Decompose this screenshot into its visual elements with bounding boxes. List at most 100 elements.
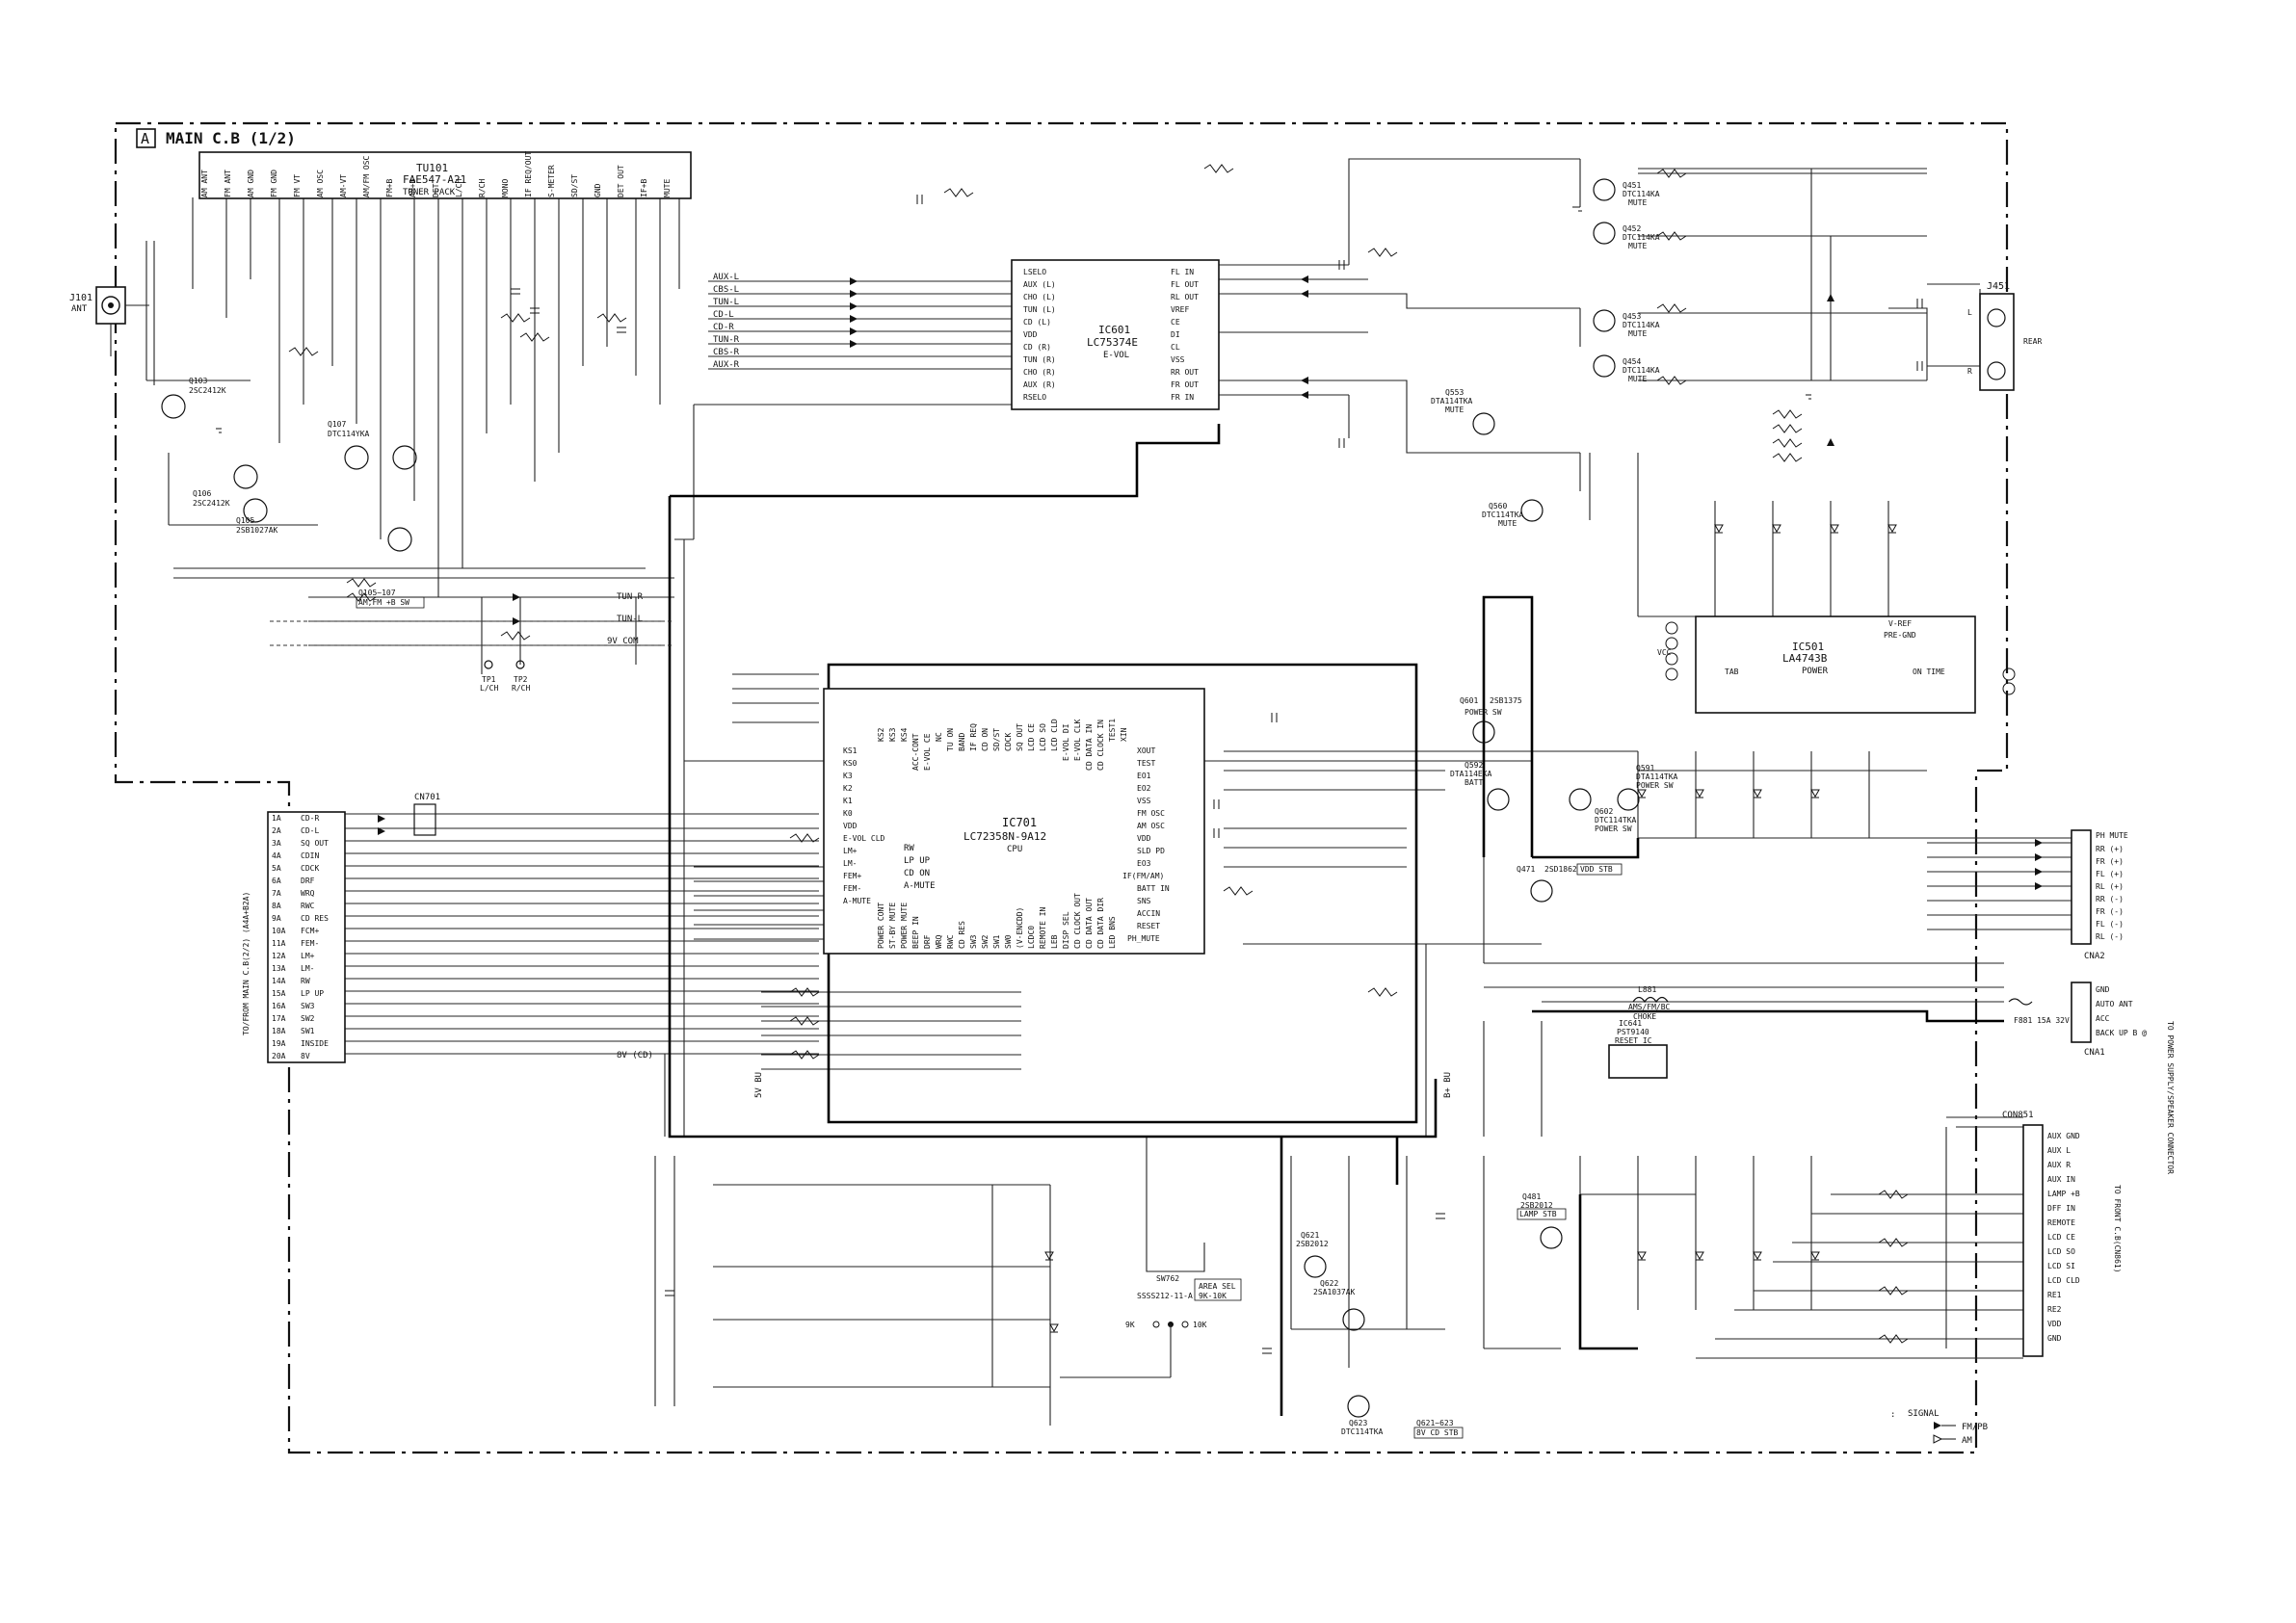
svg-text:2A: 2A bbox=[272, 826, 281, 835]
mcu: IC701 LC72358N-9A12 CPU KS1 KS0 K3 K2 K1… bbox=[823, 688, 1205, 955]
svg-text:Q105~107: Q105~107 bbox=[358, 589, 396, 597]
svg-text:POWER CONT: POWER CONT bbox=[877, 903, 885, 949]
svg-text:SIGNAL: SIGNAL bbox=[1908, 1409, 1940, 1419]
svg-text:BATT IN: BATT IN bbox=[1137, 884, 1170, 893]
svg-text:FR (-): FR (-) bbox=[2096, 907, 2124, 916]
svg-text:E-VOL CLD: E-VOL CLD bbox=[843, 834, 885, 843]
svg-text:Q106: Q106 bbox=[193, 489, 211, 498]
svg-text:Q105: Q105 bbox=[236, 516, 254, 525]
svg-text:8V CD STB: 8V CD STB bbox=[1416, 1428, 1459, 1437]
svg-text:EO2: EO2 bbox=[1137, 784, 1151, 793]
svg-text:ACCIN: ACCIN bbox=[1137, 909, 1160, 918]
svg-text:FM ANT: FM ANT bbox=[224, 170, 232, 197]
svg-text:CON851: CON851 bbox=[2002, 1111, 2034, 1120]
svg-text:2SC2412K: 2SC2412K bbox=[193, 499, 230, 508]
svg-text:RSELO: RSELO bbox=[1023, 393, 1046, 402]
svg-text:LM-: LM- bbox=[843, 859, 857, 868]
svg-text:DTA114EKA: DTA114EKA bbox=[1450, 770, 1492, 778]
svg-text:AUX GND: AUX GND bbox=[2047, 1132, 2080, 1140]
svg-text:POWER: POWER bbox=[1802, 667, 1829, 676]
svg-text:MUTE: MUTE bbox=[1628, 198, 1647, 207]
svg-text:AUX (R): AUX (R) bbox=[1023, 380, 1056, 389]
audio-ic: IC601 LC75374E E-VOL LSELO AUX (L) CHO (… bbox=[1011, 259, 1220, 410]
svg-text:IC501: IC501 bbox=[1792, 641, 1824, 653]
svg-text:INSIDE: INSIDE bbox=[301, 1039, 329, 1048]
svg-text:Q107: Q107 bbox=[328, 420, 346, 429]
svg-text:LCD CE: LCD CE bbox=[2047, 1233, 2075, 1242]
svg-text:15A: 15A bbox=[272, 989, 286, 998]
svg-text:DI: DI bbox=[1171, 330, 1180, 339]
svg-text:RR (+): RR (+) bbox=[2096, 845, 2124, 853]
svg-text:DTA114TKA: DTA114TKA bbox=[1431, 397, 1473, 406]
svg-text:Q623: Q623 bbox=[1349, 1419, 1367, 1427]
svg-text::: : bbox=[1890, 1410, 1895, 1420]
svg-text:CHO (R): CHO (R) bbox=[1023, 368, 1056, 377]
svg-text:CD ON: CD ON bbox=[981, 728, 990, 751]
svg-text:E-VOL CLK: E-VOL CLK bbox=[1073, 719, 1082, 761]
svg-text:TP2: TP2 bbox=[514, 675, 528, 684]
svg-text:10A: 10A bbox=[272, 927, 286, 935]
svg-text:LCD CLD: LCD CLD bbox=[1050, 719, 1059, 751]
choke-coil: L881 AMS/FM/BC CHOKE bbox=[1628, 985, 1671, 1021]
svg-text:LAMP +B: LAMP +B bbox=[2047, 1190, 2080, 1198]
svg-text:5A: 5A bbox=[272, 864, 281, 873]
svg-text:MUTE: MUTE bbox=[1628, 242, 1647, 250]
svg-text:F881 15A 32V: F881 15A 32V bbox=[2014, 1016, 2070, 1025]
svg-text:16A: 16A bbox=[272, 1002, 286, 1010]
svg-text:Q621~623: Q621~623 bbox=[1416, 1419, 1454, 1427]
svg-text:BAND: BAND bbox=[958, 733, 966, 751]
svg-text:XIN: XIN bbox=[1120, 727, 1128, 742]
svg-text:MUTE: MUTE bbox=[1628, 375, 1647, 383]
svg-text:5V BU: 5V BU bbox=[754, 1072, 764, 1098]
svg-text:R/CH: R/CH bbox=[512, 684, 530, 693]
svg-text:CD RES: CD RES bbox=[301, 914, 329, 923]
svg-text:KS0: KS0 bbox=[843, 759, 858, 768]
svg-text:IC601: IC601 bbox=[1098, 324, 1130, 336]
svg-text:PRE-GND: PRE-GND bbox=[1884, 631, 1916, 640]
area-select-switch: SW762 SSSS212-11-A AREA SEL 9K-10K 9K 10… bbox=[1060, 1274, 1242, 1378]
svg-text:MUTE: MUTE bbox=[1445, 406, 1464, 414]
svg-text:Q454: Q454 bbox=[1623, 357, 1641, 366]
svg-text:LCDC0: LCDC0 bbox=[1027, 926, 1036, 949]
svg-text:TUN (L): TUN (L) bbox=[1023, 305, 1056, 314]
standby-transistors: Q471 2SD1862 VDD STB Q481 2SB2012 LAMP S… bbox=[1517, 863, 1623, 1249]
svg-text:FM GND: FM GND bbox=[270, 170, 278, 197]
svg-text:GND: GND bbox=[594, 183, 602, 197]
svg-text:CDIN: CDIN bbox=[301, 851, 319, 860]
net-labels: 9V COM TUN-R TUN-L 8V (CD) 5V BU B+ BU bbox=[607, 592, 1453, 1098]
svg-text:LCD SO: LCD SO bbox=[2047, 1247, 2075, 1256]
svg-text:AM OSC: AM OSC bbox=[1137, 822, 1165, 830]
svg-text:AM GND: AM GND bbox=[247, 170, 255, 197]
svg-text:FCM+: FCM+ bbox=[301, 927, 319, 935]
svg-text:E-VOL DI: E-VOL DI bbox=[1062, 723, 1070, 761]
svg-text:DRF: DRF bbox=[301, 877, 315, 885]
svg-text:POWER MUTE: POWER MUTE bbox=[900, 903, 909, 949]
svg-text:AM ANT: AM ANT bbox=[200, 170, 209, 197]
svg-text:VDD: VDD bbox=[843, 822, 858, 830]
svg-text:NC: NC bbox=[935, 732, 943, 742]
svg-text:KS1: KS1 bbox=[843, 746, 858, 755]
svg-text:DET: DET bbox=[432, 183, 440, 197]
svg-text:LM-: LM- bbox=[301, 964, 314, 973]
svg-text:RESET: RESET bbox=[1137, 922, 1160, 930]
svg-text:SD/ST: SD/ST bbox=[992, 728, 1001, 751]
svg-text:DTC114TKA: DTC114TKA bbox=[1595, 816, 1637, 825]
svg-text:TUN-L: TUN-L bbox=[713, 298, 739, 307]
svg-text:DRF: DRF bbox=[923, 934, 932, 949]
svg-text:SLD PD: SLD PD bbox=[1137, 847, 1165, 855]
svg-text:PH_MUTE: PH_MUTE bbox=[1127, 934, 1160, 943]
svg-text:CN701: CN701 bbox=[414, 793, 440, 802]
svg-text:AREA SEL: AREA SEL bbox=[1199, 1282, 1236, 1291]
svg-text:GND: GND bbox=[2096, 985, 2110, 994]
power-rails bbox=[668, 424, 2004, 1416]
svg-text:AUX R: AUX R bbox=[2047, 1161, 2071, 1169]
svg-text:IC701: IC701 bbox=[1002, 816, 1037, 829]
svg-text:SW762: SW762 bbox=[1156, 1274, 1179, 1283]
svg-text:ST-BY MUTE: ST-BY MUTE bbox=[888, 903, 897, 949]
svg-text:LP UP: LP UP bbox=[904, 856, 931, 866]
svg-text:VSS: VSS bbox=[1171, 355, 1185, 364]
svg-text:FL OUT: FL OUT bbox=[1171, 280, 1199, 289]
svg-text:8V: 8V bbox=[301, 1052, 310, 1060]
signal-arrows bbox=[378, 275, 2043, 890]
